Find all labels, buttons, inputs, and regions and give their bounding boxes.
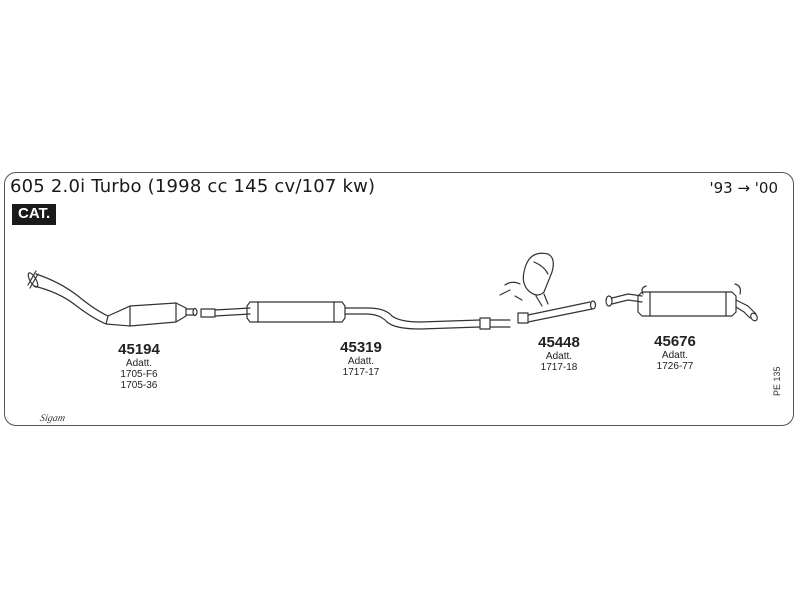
- adapter-code: 1705-36: [120, 380, 158, 391]
- adapter-code: 1726-77: [656, 361, 694, 372]
- year-range: '93 → '00: [709, 179, 778, 197]
- front-pipe-catalyst-drawing: [27, 270, 198, 327]
- part-number: 45319: [340, 339, 382, 356]
- adapter-label: Adatt.: [125, 358, 153, 369]
- vehicle-title: 605 2.0i Turbo (1998 cc 145 cv/107 kw): [10, 176, 376, 197]
- adapter-label: Adatt.: [347, 356, 375, 367]
- part-45319-label: 45319 Adatt. 1717-17: [340, 339, 382, 378]
- part-number: 45448: [538, 334, 580, 351]
- adapter-code: 1717-18: [540, 362, 578, 373]
- part-45676-label: 45676 Adatt. 1726-77: [654, 333, 696, 372]
- part-number: 45676: [654, 333, 696, 350]
- part-45448-label: 45448 Adatt. 1717-18: [538, 334, 580, 373]
- intermediate-pipe-drawing: [200, 301, 511, 330]
- catalyst-badge: CAT.: [12, 204, 57, 225]
- adapter-code: 1705-F6: [120, 369, 158, 380]
- adapter-code: 1717-17: [342, 367, 380, 378]
- adapter-label: Adatt.: [545, 351, 573, 362]
- diagram-panel: [4, 172, 794, 426]
- middle-silencer-drawing: [499, 252, 597, 324]
- brand-logo-text: Sigam: [38, 413, 67, 424]
- part-number: 45194: [118, 341, 160, 358]
- catalog-reference: PE 135: [772, 366, 782, 396]
- rear-silencer-drawing: [605, 283, 758, 322]
- part-45194-label: 45194 Adatt. 1705-F6 1705-36: [118, 341, 160, 391]
- adapter-label: Adatt.: [661, 350, 689, 361]
